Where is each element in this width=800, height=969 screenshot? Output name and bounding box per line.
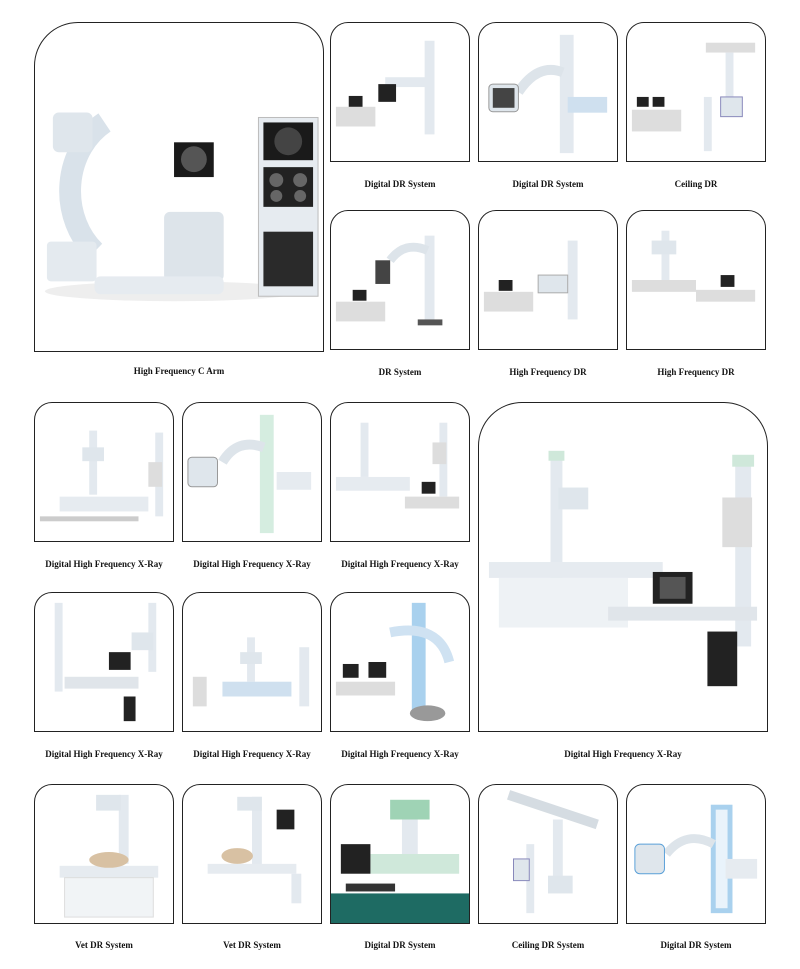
product-card-c-arm[interactable] [34, 22, 324, 352]
product-card-hf-dr-2[interactable] [626, 210, 766, 350]
caption-vet-1: Vet DR System [75, 940, 133, 950]
product-card-xray-1[interactable] [34, 402, 174, 542]
caption-xray-5: Digital High Frequency X-Ray [193, 749, 311, 759]
product-card-dr-3[interactable] [330, 784, 470, 924]
caption-hf-dr-1: High Frequency DR [509, 367, 587, 377]
caption-xray-4: Digital High Frequency X-Ray [45, 749, 163, 759]
caption-xray-1: Digital High Frequency X-Ray [45, 559, 163, 569]
caption-vet-2: Vet DR System [223, 940, 281, 950]
product-card-xray-3[interactable] [330, 402, 470, 542]
product-card-ceiling-2[interactable] [478, 784, 618, 924]
caption-dr-4: Digital DR System [660, 940, 732, 950]
product-card-xray-5[interactable] [182, 592, 322, 732]
caption-xray-2: Digital High Frequency X-Ray [193, 559, 311, 569]
product-card-vet-1[interactable] [34, 784, 174, 924]
caption-dr-3: Digital DR System [364, 940, 436, 950]
product-card-dr-4[interactable] [626, 784, 766, 924]
product-card-xray-4[interactable] [34, 592, 174, 732]
caption-xray-3: Digital High Frequency X-Ray [341, 559, 459, 569]
product-card-xray-big[interactable] [478, 402, 768, 732]
caption-ceiling-2: Ceiling DR System [511, 940, 585, 950]
product-card-dr-1[interactable] [330, 22, 470, 162]
caption-dr-1: Digital DR System [364, 179, 436, 189]
caption-ceiling-1: Ceiling DR [674, 179, 718, 189]
product-card-dr-2[interactable] [478, 22, 618, 162]
caption-dr-system: DR System [378, 367, 422, 377]
caption-xray-6: Digital High Frequency X-Ray [341, 749, 459, 759]
product-card-hf-dr-1[interactable] [478, 210, 618, 350]
caption-hf-dr-2: High Frequency DR [657, 367, 735, 377]
product-card-vet-2[interactable] [182, 784, 322, 924]
product-card-dr-system[interactable] [330, 210, 470, 350]
caption-dr-2: Digital DR System [512, 179, 584, 189]
product-card-xray-6[interactable] [330, 592, 470, 732]
product-card-xray-2[interactable] [182, 402, 322, 542]
caption-c-arm: High Frequency C Arm [133, 366, 225, 376]
product-card-ceiling-1[interactable] [626, 22, 766, 162]
caption-xray-big: Digital High Frequency X-Ray [564, 749, 682, 759]
c-arm-image [44, 112, 319, 302]
